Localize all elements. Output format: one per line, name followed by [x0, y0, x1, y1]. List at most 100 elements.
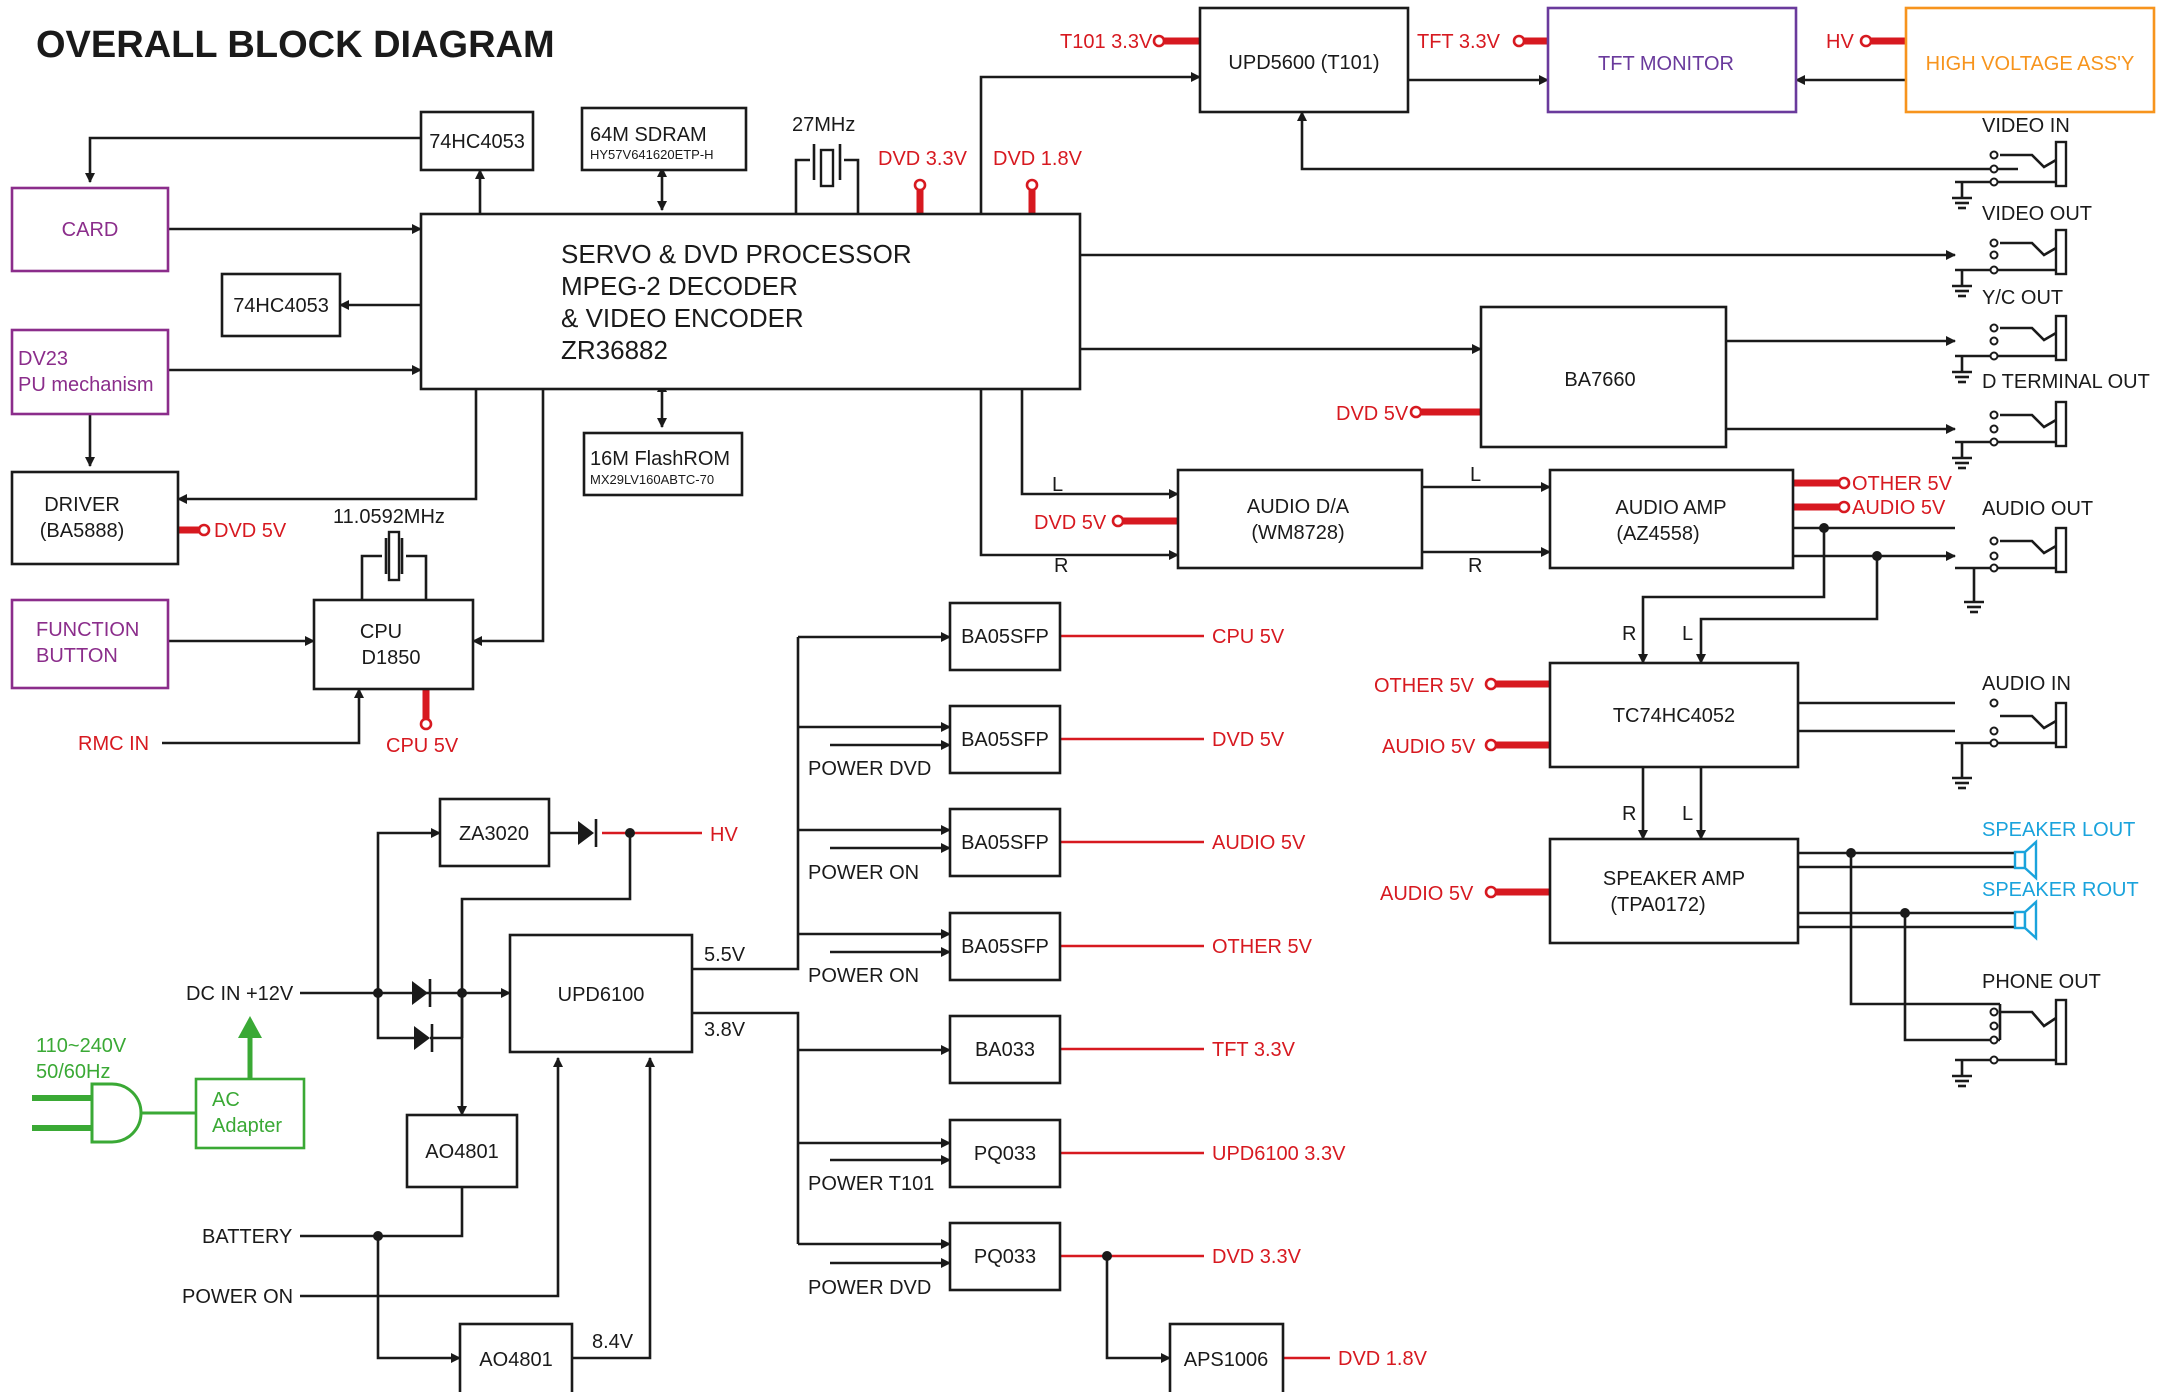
rail-cpu5-label: CPU 5V [386, 735, 459, 757]
control-5-label: POWER DVD [808, 1277, 931, 1299]
sdram-label: 64M SDRAM [590, 124, 707, 146]
audio-amp-line-2: (AZ4558) [1616, 523, 1699, 545]
adapter-output-arrow [238, 1016, 262, 1079]
mains-plug-icon [32, 1082, 196, 1144]
rail-amp-other5-label: OTHER 5V [1852, 473, 1953, 495]
diode-za [578, 819, 598, 847]
regulator-3-label: BA05SFP [961, 832, 1049, 854]
rail-mux-audio5-label: AUDIO 5V [1382, 736, 1476, 758]
regulator-5-label: BA033 [975, 1039, 1035, 1061]
rail-out-3: AUDIO 5V [1212, 832, 1306, 854]
control-1-label: POWER DVD [808, 758, 931, 780]
crystal-cpu-label: 11.0592MHz [333, 506, 445, 528]
mux-mid-label: 74HC4053 [233, 295, 329, 317]
regulator-2-label: BA05SFP [961, 729, 1049, 751]
junctions [373, 523, 1910, 1261]
audio-in-label: AUDIO IN [1982, 673, 2071, 695]
ao4801-top-label: AO4801 [425, 1141, 498, 1163]
jack-d-terminal-out [1952, 400, 2068, 470]
pu-mechanism-line-2: PU mechanism [18, 374, 154, 396]
mux-mid-block [220, 272, 342, 338]
battery-label: BATTERY [202, 1226, 292, 1248]
jack-video-out [1952, 228, 2068, 298]
mains-label-1: 110~240V [36, 1035, 127, 1057]
rail-out-5: TFT 3.3V [1212, 1039, 1296, 1061]
mux-top-block [419, 110, 535, 172]
v38-label: 3.8V [704, 1019, 746, 1041]
audio-amp-line-1: AUDIO AMP [1615, 497, 1726, 519]
rail-ba7660-dvd5-label: DVD 5V [1336, 403, 1409, 425]
mux-in-left-label: L [1682, 623, 1693, 645]
ba7660-block [1479, 305, 1728, 449]
high-voltage-label: HIGH VOLTAGE ASS'Y [1926, 53, 2135, 75]
rail-tft-label: TFT 3.3V [1417, 31, 1501, 53]
amp-in-right-label: R [1468, 555, 1482, 577]
speaker-amp-line-2: (TPA0172) [1610, 894, 1705, 916]
diode-dc-top [412, 979, 432, 1007]
audio-out-label: AUDIO OUT [1982, 498, 2093, 520]
control-2-label: POWER ON [808, 862, 919, 884]
regulator-5-block [948, 1014, 1062, 1085]
audio-amp-block [1548, 468, 1795, 570]
power-on-label: POWER ON [182, 1286, 293, 1308]
regulator-6-label: PQ033 [974, 1143, 1036, 1165]
flashrom-part: MX29LV160ABTC-70 [590, 472, 714, 487]
regulator-3-block [948, 807, 1062, 878]
video-out-label: VIDEO OUT [1982, 203, 2092, 225]
da-in-right-label: R [1054, 555, 1068, 577]
jack-video-in [1952, 140, 2068, 210]
regulator-1-label: BA05SFP [961, 626, 1049, 648]
ac-adapter-line-1: AC [212, 1089, 240, 1111]
wiring [85, 72, 2015, 1363]
rail-out-7: DVD 3.3V [1212, 1246, 1302, 1268]
pu-mechanism-line-1: DV23 [18, 348, 68, 370]
cpu-line-1: CPU [360, 621, 402, 643]
tft-monitor-label: TFT MONITOR [1598, 53, 1734, 75]
driver-line-2: (BA5888) [40, 520, 125, 542]
speaker-amp-block [1548, 837, 1800, 945]
phone-out-label: PHONE OUT [1982, 971, 2101, 993]
rail-t101-label: T101 3.3V [1060, 31, 1153, 53]
ac-adapter-line-2: Adapter [212, 1115, 282, 1137]
tft-monitor-block [1546, 6, 1798, 114]
spk-in-left-label: L [1682, 803, 1693, 825]
driver-block [10, 470, 180, 566]
crystal-27mhz: 27MHz [792, 114, 860, 214]
rail-dvd33-label: DVD 3.3V [878, 148, 968, 170]
jack-phone-out [1952, 998, 2068, 1088]
processor-line-4: ZR36882 [561, 335, 668, 365]
supply-stubs [178, 34, 1906, 899]
flashrom-label: 16M FlashROM [590, 448, 730, 470]
ac-adapter-block [194, 1077, 306, 1150]
flashrom-block [582, 431, 744, 497]
ao4801-bottom-block [458, 1322, 574, 1392]
amp-in-left-label: L [1470, 464, 1481, 486]
cpu-block [312, 598, 475, 691]
speaker-lout-label: SPEAKER LOUT [1982, 819, 2135, 841]
pu-mechanism-block [10, 328, 170, 416]
processor-block [419, 212, 1082, 391]
rail-out-4: OTHER 5V [1212, 936, 1313, 958]
jack-yc-out [1952, 314, 2068, 384]
speaker-amp-line-1: SPEAKER AMP [1603, 868, 1745, 890]
regulator-2-block [948, 704, 1062, 775]
regulator-7-block [948, 1221, 1062, 1292]
mains-label-2: 50/60Hz [36, 1061, 111, 1083]
rail-out-2: DVD 5V [1212, 729, 1285, 751]
crystal-27mhz-label: 27MHz [792, 114, 855, 136]
crystal-cpu: 11.0592MHz [333, 506, 445, 600]
jack-audio-out [1955, 526, 2068, 614]
regulator-7-label: PQ033 [974, 1246, 1036, 1268]
mux-top-label: 74HC4053 [429, 131, 525, 153]
rail-amp-audio5-label: AUDIO 5V [1852, 497, 1946, 519]
rail-mux-other5-label: OTHER 5V [1374, 675, 1475, 697]
rail-za-hv-label: HV [710, 824, 738, 846]
tc74hc4052-block [1548, 661, 1800, 769]
ao4801-bottom-label: AO4801 [479, 1349, 552, 1371]
speaker-right-icon [2013, 899, 2038, 941]
rail-out-1: CPU 5V [1212, 626, 1285, 648]
control-3-label: POWER ON [808, 965, 919, 987]
function-button-line-2: BUTTON [36, 645, 118, 667]
regulator-6-block [948, 1118, 1062, 1189]
